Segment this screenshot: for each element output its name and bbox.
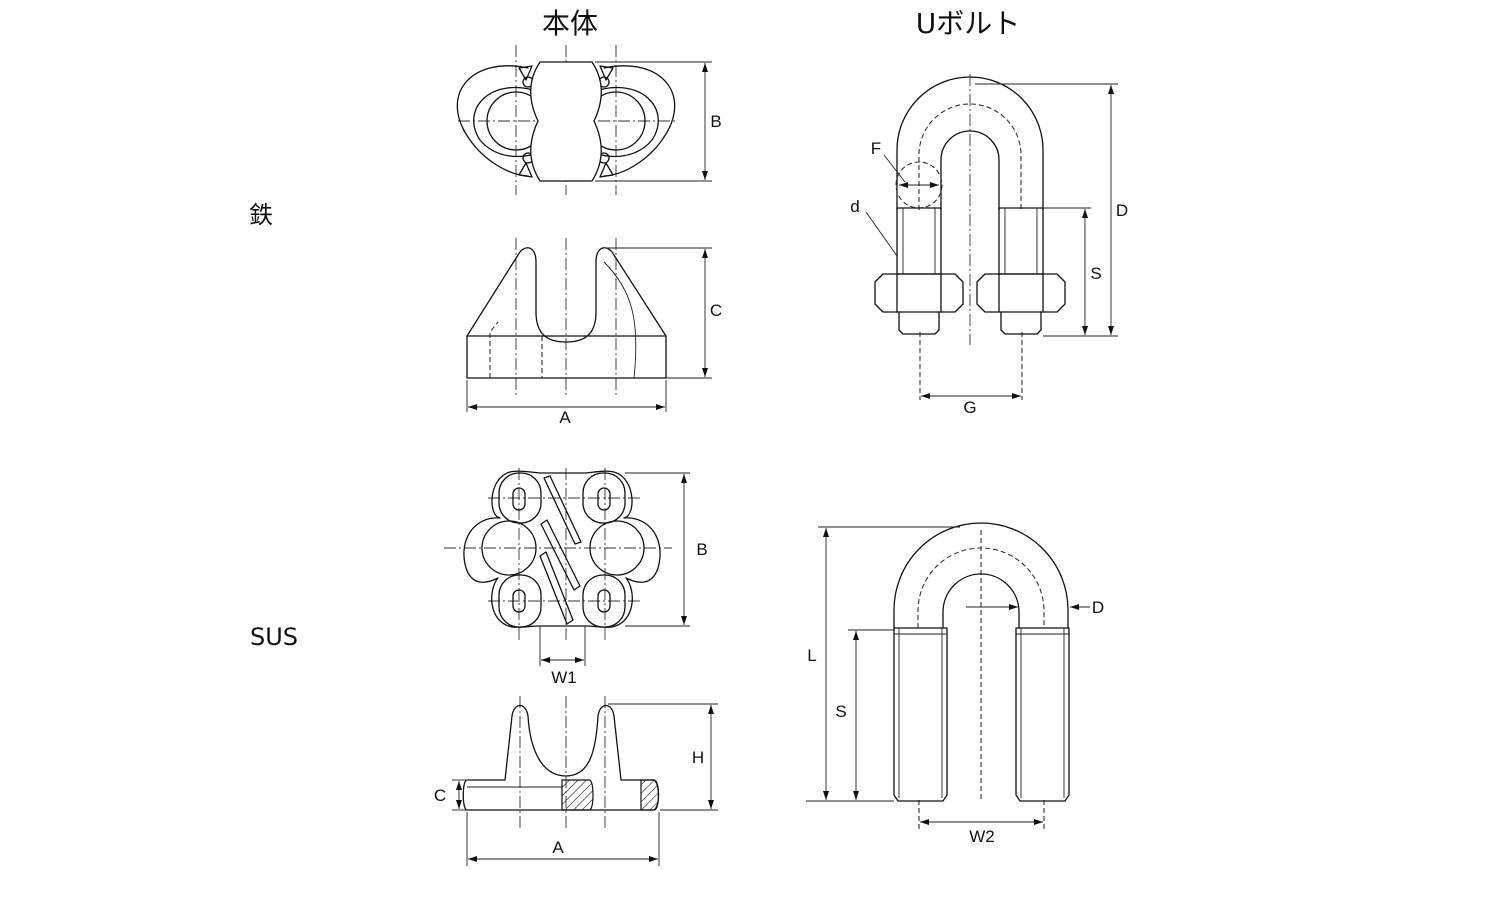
- dim-label-sus-body-b: B: [696, 540, 707, 559]
- dim-label-iron-ubolt-s: S: [1090, 264, 1101, 283]
- row-label-sus: SUS: [250, 623, 298, 651]
- iron-body-top-view: B: [456, 45, 722, 195]
- sus-body-top-view: B W1: [444, 468, 708, 687]
- dim-label-iron-body-b: B: [710, 112, 721, 131]
- dim-label-sus-ubolt-l: L: [807, 646, 816, 665]
- dim-label-iron-body-c: C: [710, 301, 722, 320]
- dim-label-iron-ubolt-f: F: [871, 139, 881, 158]
- dim-label-iron-ubolt-d-small: d: [850, 197, 859, 216]
- row-label-iron: 鉄: [249, 201, 273, 229]
- iron-ubolt: F d D S G: [850, 74, 1128, 417]
- dim-label-sus-body-a: A: [552, 838, 564, 857]
- dim-label-iron-body-a: A: [559, 408, 571, 427]
- dim-label-sus-body-c: C: [434, 786, 446, 805]
- sus-ubolt: D L S W2: [806, 522, 1104, 846]
- dim-label-iron-ubolt-g: G: [963, 398, 976, 417]
- dim-label-sus-body-w1: W1: [551, 668, 577, 687]
- sus-body-front-view: H C A: [434, 696, 718, 866]
- header-body: 本体: [542, 7, 598, 40]
- header-ubolt: Uボルト: [916, 7, 1021, 40]
- dim-label-sus-body-h: H: [692, 748, 704, 767]
- iron-body-front-view: C A: [466, 238, 722, 427]
- dim-label-sus-ubolt-d: D: [1092, 598, 1104, 617]
- dim-label-sus-ubolt-w2: W2: [969, 827, 995, 846]
- dim-label-iron-ubolt-d: D: [1116, 201, 1128, 220]
- dim-label-sus-ubolt-s: S: [835, 702, 846, 721]
